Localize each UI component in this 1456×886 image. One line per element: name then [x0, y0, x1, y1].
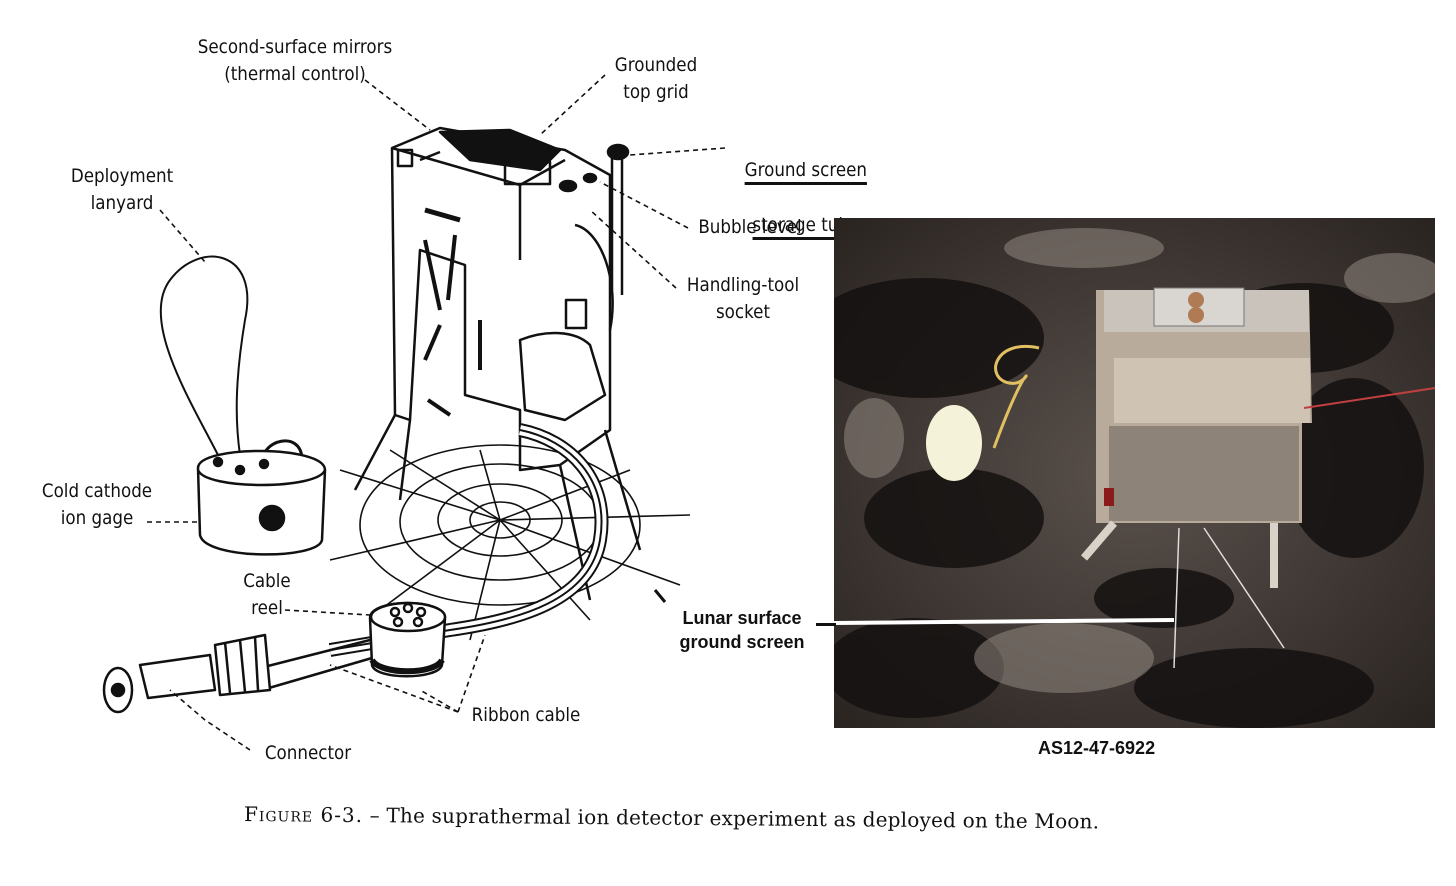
storage-tube-line1: Ground screen: [744, 158, 868, 185]
ground-screen-leader: [816, 623, 836, 626]
label-ribbon-cable: Ribbon cable: [471, 704, 581, 726]
label-cable-reel: Cable reel: [243, 570, 291, 619]
cable-reel: [368, 601, 447, 678]
connector: [102, 633, 373, 714]
photo-instrument: [1080, 287, 1312, 669]
label-grounded-top-grid: Grounded top grid: [614, 54, 698, 103]
deployment-lanyard: [159, 255, 249, 456]
figure-caption: Figure 6-3. – The suprathermal ion detec…: [244, 802, 1099, 833]
instrument-body: [390, 126, 612, 472]
lunar-surface-photo: [834, 218, 1435, 728]
photo-id: AS12-47-6922: [1038, 738, 1156, 758]
label-lunar-surface-ground-screen: Lunar surface ground screen: [679, 608, 805, 652]
instrument-drawing: [102, 74, 726, 751]
storage-tube: [610, 150, 624, 295]
label-handling-tool-socket: Handling-tool socket: [686, 274, 800, 323]
label-connector: Connector: [264, 742, 352, 764]
figure-caption-text: – The suprathermal ion detector experime…: [362, 803, 1100, 834]
label-deployment-lanyard: Deployment lanyard: [70, 165, 174, 214]
label-cold-cathode-ion-gage: Cold cathode ion gage: [41, 480, 153, 529]
top-grid: [438, 128, 562, 172]
label-second-surface-mirrors: Second-surface mirrors (thermal control): [197, 36, 393, 85]
label-bubble-level: Bubble level: [698, 216, 802, 238]
label-ground-screen-storage-tube: Ground screen storage tube: [728, 130, 873, 240]
ion-gage: [196, 449, 327, 556]
figure-number: Figure 6-3.: [243, 802, 364, 828]
